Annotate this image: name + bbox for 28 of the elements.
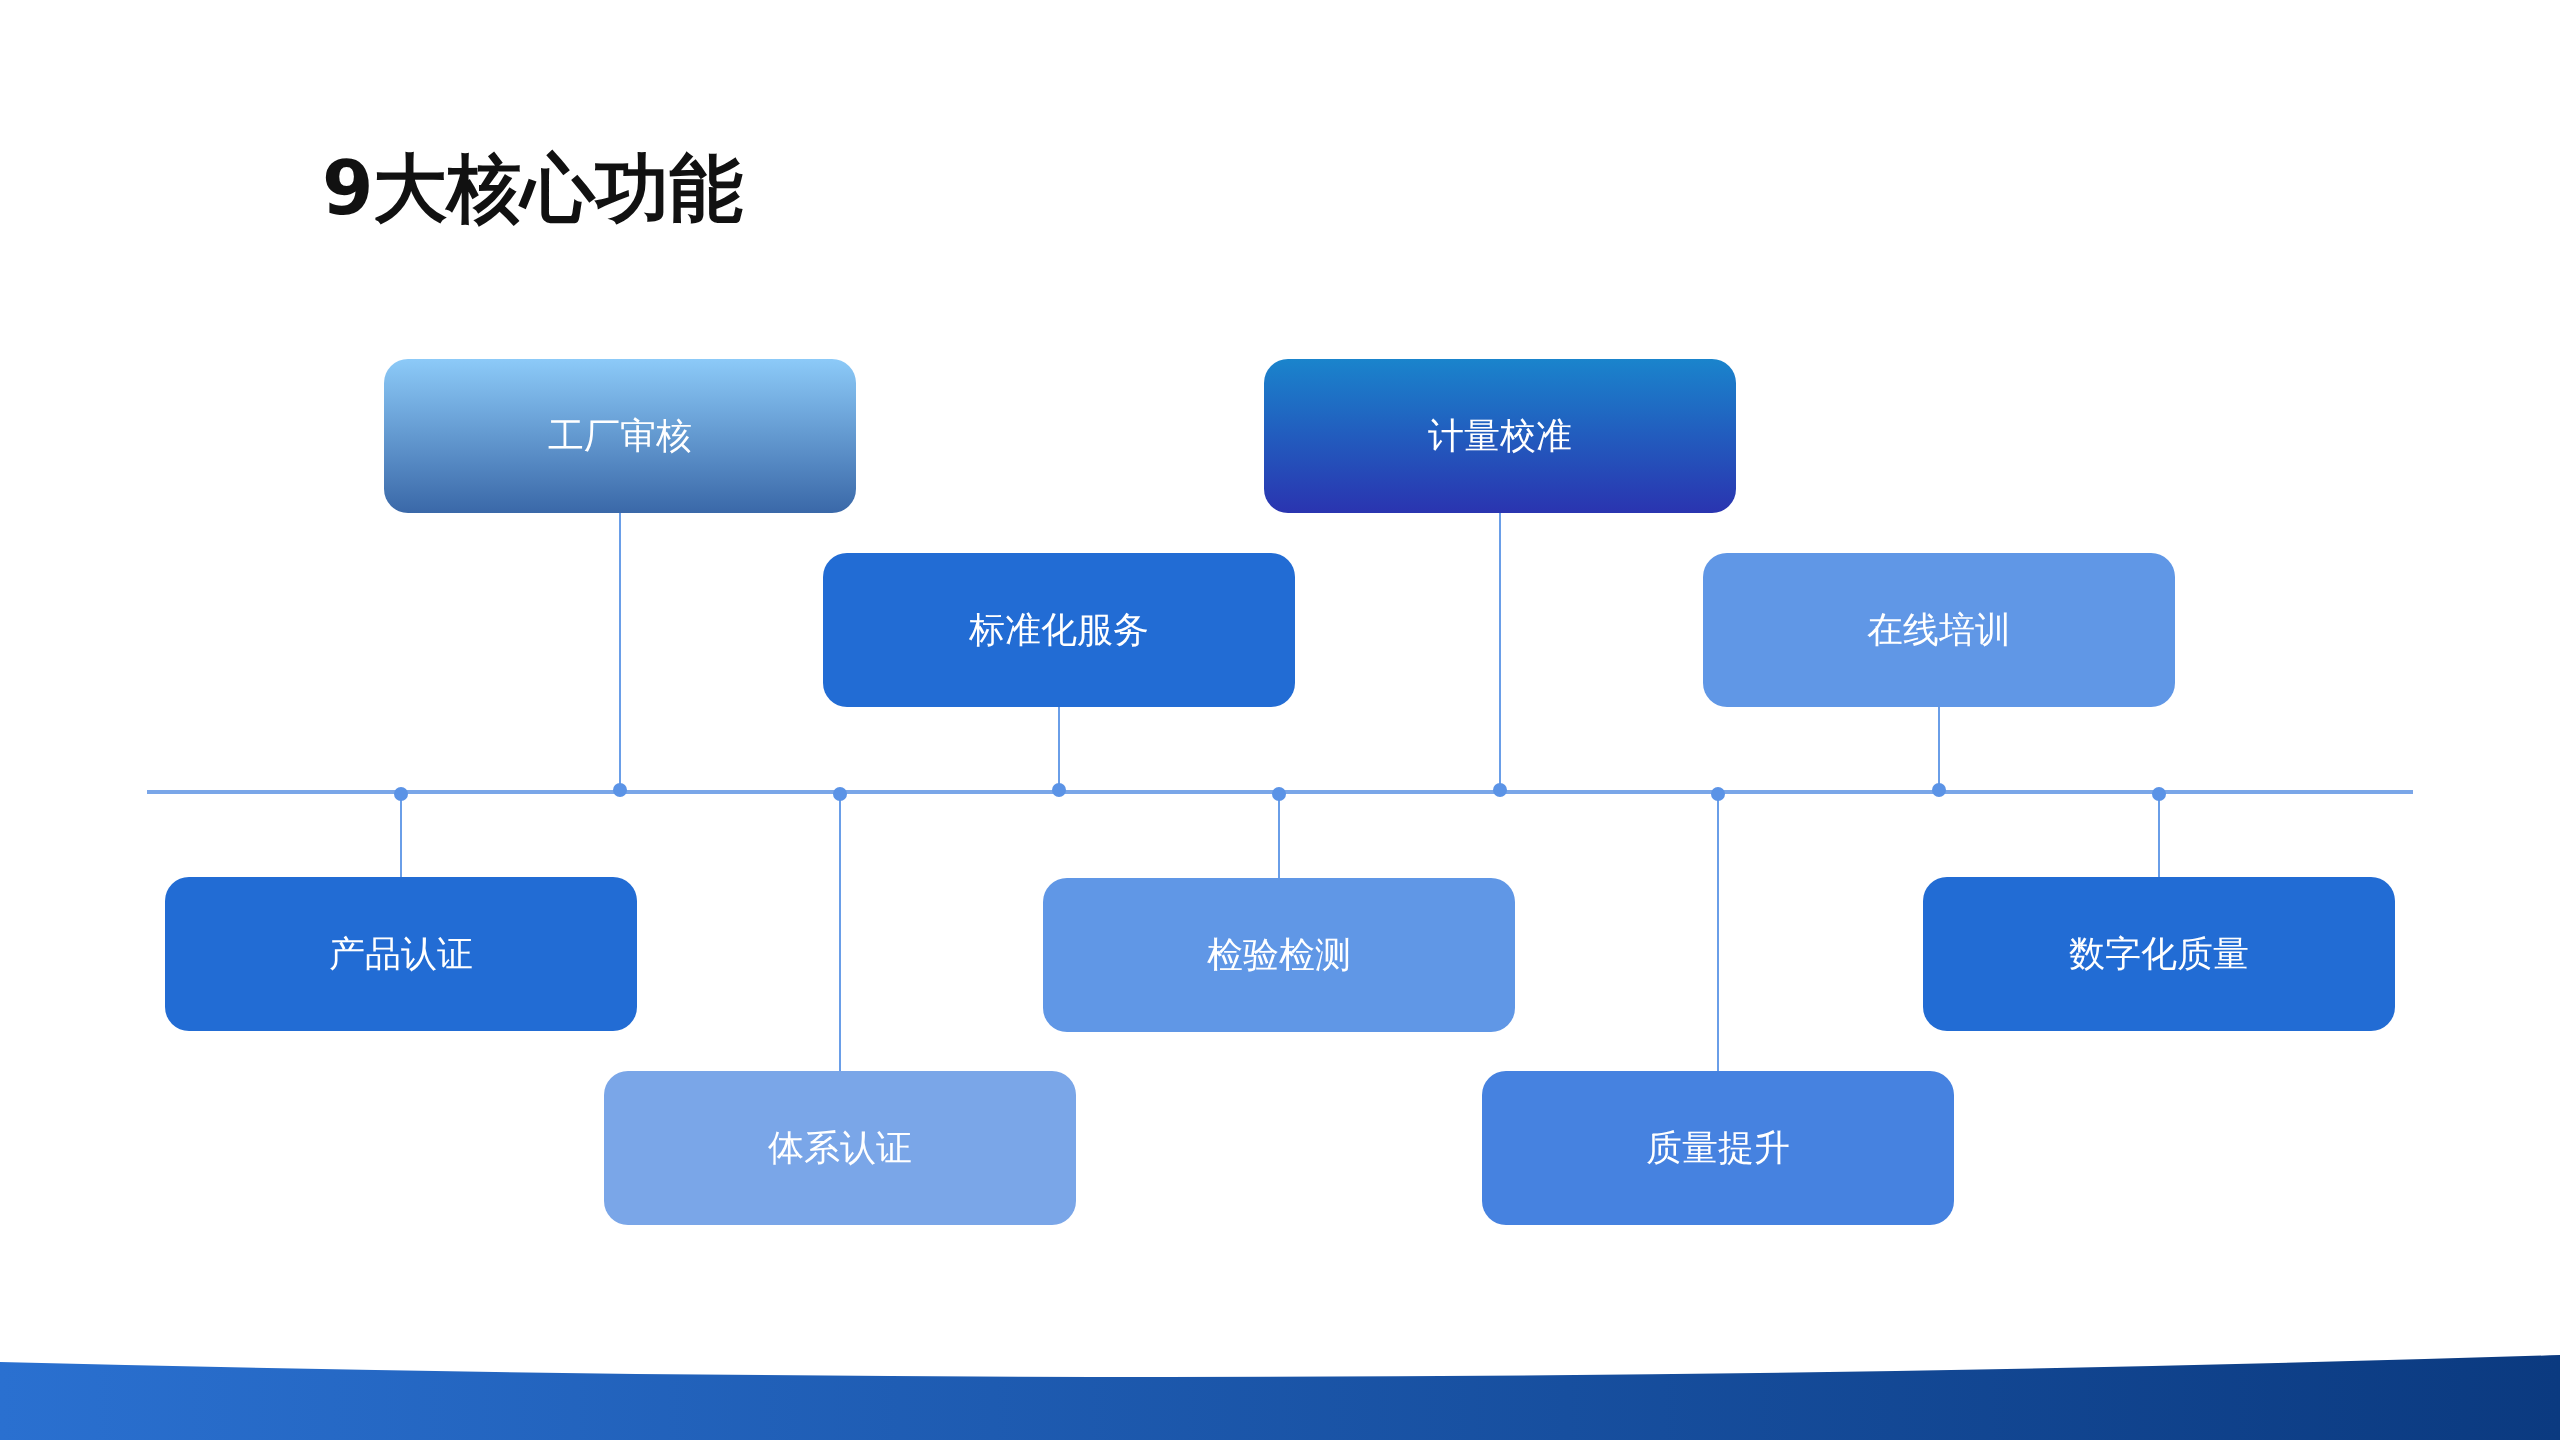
feature-box — [1043, 878, 1515, 1032]
connector-line — [1711, 787, 1725, 1072]
connector-line — [833, 787, 847, 1072]
feature-box — [1264, 359, 1736, 513]
connector-line — [613, 512, 627, 797]
box-label: 检验检测 — [1207, 932, 1351, 977]
box-label: 产品认证 — [329, 931, 473, 976]
connector-line — [1493, 512, 1507, 797]
connector-line — [1932, 706, 1946, 797]
connector-line — [394, 787, 408, 878]
box-label: 在线培训 — [1867, 607, 2011, 652]
title: 9大核心功能 — [322, 144, 744, 233]
connector-line — [1052, 706, 1066, 797]
feature-box — [165, 877, 637, 1031]
feature-box — [604, 1071, 1076, 1225]
connector-line — [1272, 787, 1286, 879]
feature-box — [823, 553, 1295, 707]
box-label: 计量校准 — [1428, 413, 1572, 458]
box-label: 数字化质量 — [2069, 931, 2249, 976]
feature-box — [1703, 553, 2175, 707]
box-label: 工厂审核 — [548, 413, 692, 458]
feature-box — [1482, 1071, 1954, 1225]
feature-box — [1923, 877, 2395, 1031]
feature-box — [384, 359, 856, 513]
box-label: 体系认证 — [768, 1125, 912, 1170]
connector-line — [2152, 787, 2166, 878]
box-label: 质量提升 — [1646, 1125, 1790, 1170]
box-label: 标准化服务 — [969, 607, 1149, 652]
